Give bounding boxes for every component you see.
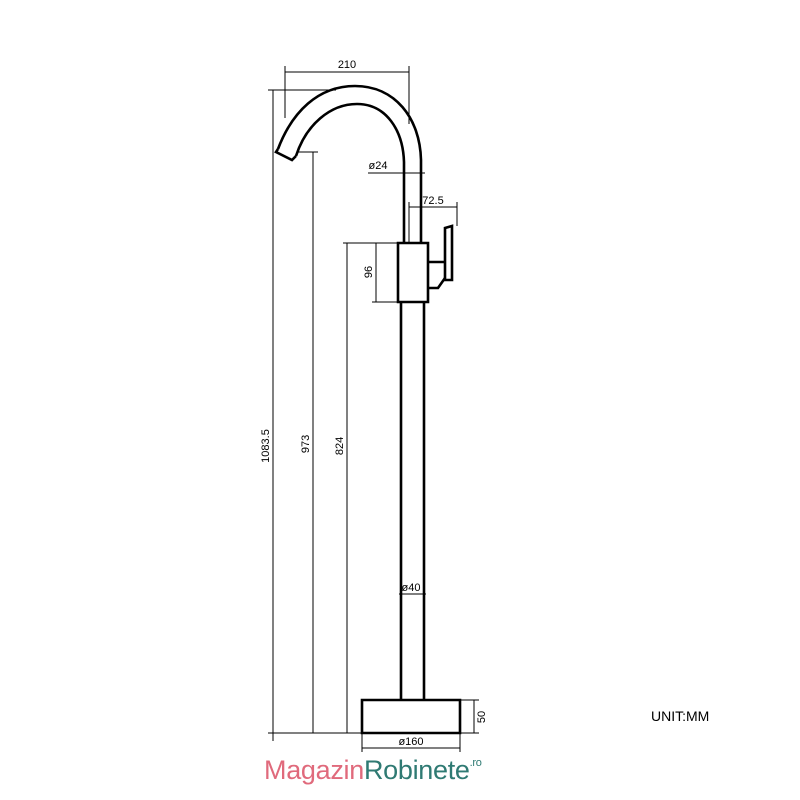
spout-inner-curve bbox=[294, 102, 406, 243]
handle-lever bbox=[443, 224, 454, 282]
spout-tip bbox=[274, 148, 297, 162]
dimension-labels: 210 ø24 72.5 96 1083.5 973 824 ø40 50 ø1… bbox=[260, 59, 488, 748]
vertical-pipe bbox=[399, 302, 426, 700]
dim-body-height: 824 bbox=[334, 437, 346, 455]
handle-connector bbox=[428, 260, 447, 290]
dim-base-diameter: ø160 bbox=[398, 736, 423, 748]
dim-spout-reach: 210 bbox=[338, 59, 356, 71]
faucet-outline bbox=[274, 84, 462, 735]
floor-base bbox=[360, 698, 462, 735]
dim-pipe-diameter: ø40 bbox=[402, 582, 421, 594]
dim-handle-body-height: 96 bbox=[363, 266, 375, 278]
mixer-body bbox=[396, 241, 430, 304]
brand-part-2: Robinete bbox=[363, 755, 470, 785]
brand-watermark: MagazinRobinete.ro bbox=[264, 755, 482, 786]
dim-handle-offset: 72.5 bbox=[422, 195, 443, 207]
brand-suffix: .ro bbox=[469, 757, 482, 769]
dimension-lines bbox=[268, 66, 479, 752]
dim-spout-outlet-height: 973 bbox=[300, 435, 312, 453]
dim-spout-diameter: ø24 bbox=[369, 160, 388, 172]
dim-base-height: 50 bbox=[476, 711, 488, 723]
spout-outer-curve bbox=[276, 84, 423, 243]
dim-total-height: 1083.5 bbox=[260, 429, 272, 463]
unit-label: UNIT:MM bbox=[651, 708, 710, 724]
brand-part-1: Magazin bbox=[264, 755, 364, 785]
